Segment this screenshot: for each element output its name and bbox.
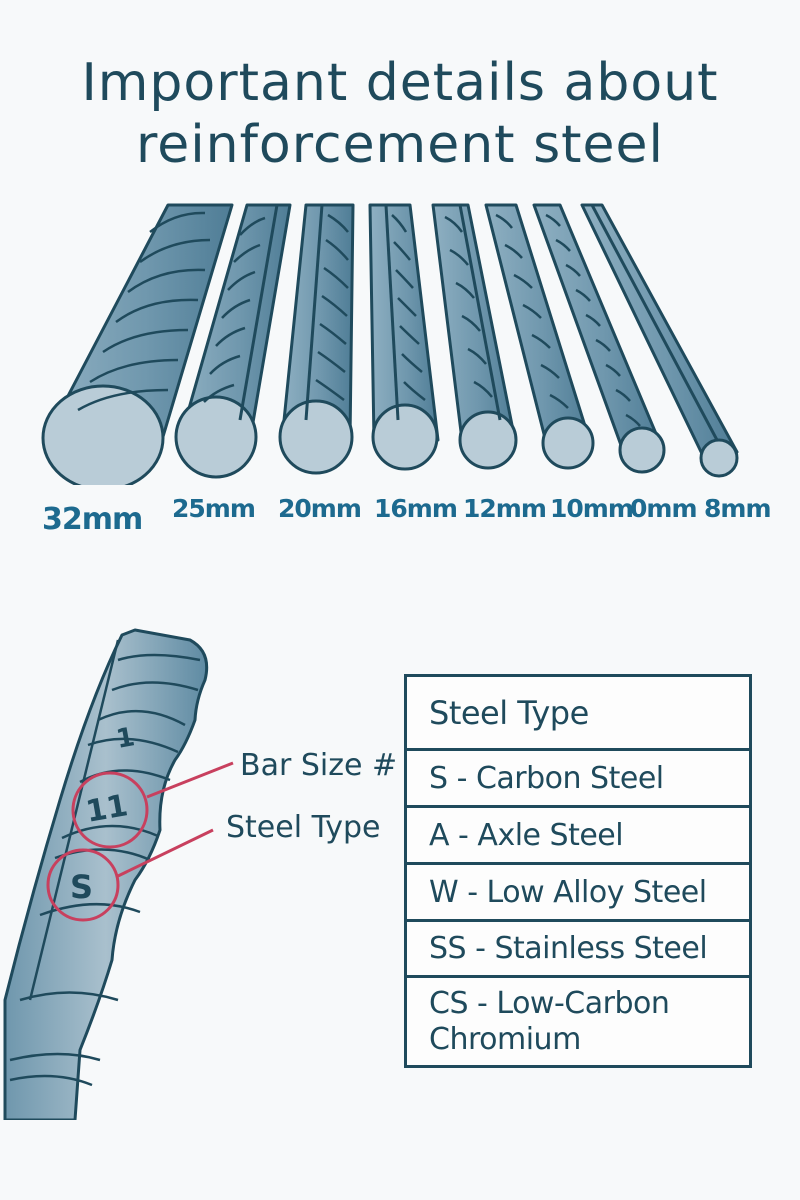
- steel-type-row-cs-line1: CS - Low-Carbon: [429, 985, 670, 1021]
- steel-type-row-w: W - Low Alloy Steel: [407, 862, 749, 919]
- steel-type-row-ss: SS - Stainless Steel: [407, 919, 749, 975]
- rebar-marking-illustration: 1 11 S: [3, 628, 234, 1120]
- size-label-32mm: 32mm: [42, 502, 143, 537]
- size-label-12mm: 12mm: [463, 494, 547, 523]
- steel-type-row-cs-line2: Chromium: [429, 1021, 581, 1057]
- rebar-16mm-icon: [368, 203, 440, 471]
- marking-steel-type: S: [70, 868, 93, 906]
- size-label-25mm: 25mm: [172, 494, 256, 523]
- rebar-sizes-illustration: [41, 203, 739, 485]
- size-label-16mm: 16mm: [374, 494, 458, 523]
- rebar-10mm-icon: [484, 203, 595, 470]
- rebar-20mm-icon: [278, 203, 355, 475]
- rebar-0mm-icon: [532, 203, 666, 474]
- size-label-0mm: 0mm: [630, 494, 697, 523]
- rebar-12mm-icon: [431, 203, 518, 470]
- callout-steel-type: Steel Type: [226, 810, 381, 845]
- marking-bar-size: 11: [83, 788, 130, 830]
- title-line-2: reinforcement steel: [135, 115, 664, 175]
- steel-type-row-a: A - Axle Steel: [407, 805, 749, 862]
- page-title: Important details about reinforcement st…: [0, 52, 800, 176]
- size-label-8mm: 8mm: [704, 494, 771, 523]
- rebar-32mm-icon: [41, 203, 234, 485]
- rebar-8mm-icon: [580, 203, 739, 478]
- size-label-10mm: 10mm: [550, 494, 634, 523]
- size-label-20mm: 20mm: [278, 494, 362, 523]
- steel-type-table: Steel Type S - Carbon Steel A - Axle Ste…: [404, 674, 752, 1068]
- steel-type-table-header: Steel Type: [429, 693, 589, 732]
- steel-type-row-s: S - Carbon Steel: [407, 748, 749, 805]
- rebar-25mm-icon: [174, 203, 292, 479]
- callout-bar-size: Bar Size #: [240, 748, 398, 783]
- steel-type-row-cs: CS - Low-Carbon Chromium: [407, 975, 749, 1065]
- marking-mill-digit: 1: [114, 722, 137, 755]
- title-line-1: Important details about: [81, 53, 719, 113]
